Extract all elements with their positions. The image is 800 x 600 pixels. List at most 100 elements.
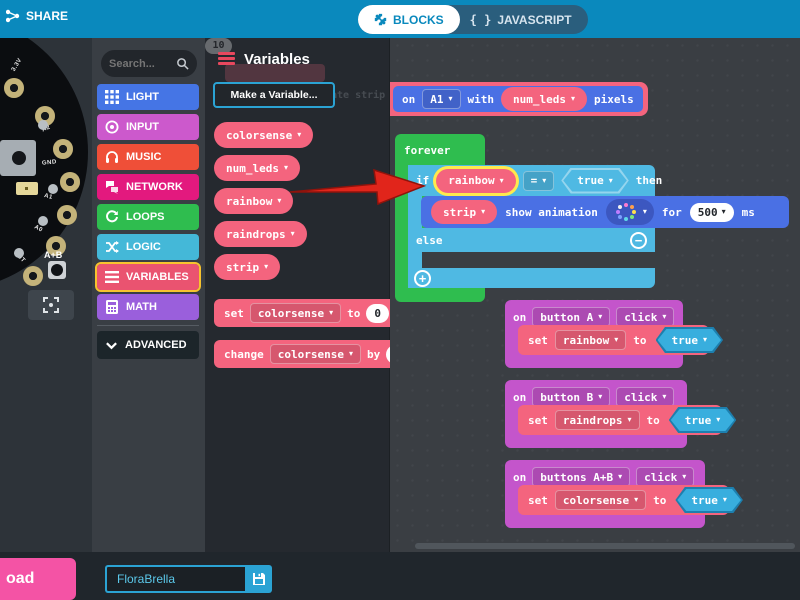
sidebar-item-label: VARIABLES	[126, 271, 189, 283]
set-colorsense-block[interactable]: set colorsense ▾ to true ▾	[518, 485, 743, 515]
empty-statement-slot[interactable]	[422, 252, 655, 268]
event-dropdown[interactable]: click ▾	[616, 307, 675, 327]
caret-down-icon: ▾	[627, 415, 632, 424]
caret-down-icon: ▾	[722, 495, 727, 504]
true-dropdown[interactable]: true ▾	[563, 169, 627, 192]
share-icon	[6, 9, 20, 23]
sidebar-item-light[interactable]: LIGHT	[97, 84, 199, 110]
sidebar-item-network[interactable]: NETWORK	[97, 174, 199, 200]
caret-down-icon: ▾	[329, 308, 334, 317]
caret-down-icon: ▾	[662, 312, 667, 321]
true-value[interactable]: true ▾	[675, 487, 743, 513]
category-sidebar: LIGHT INPUT MUSIC NETWORK	[92, 38, 205, 552]
sidebar-item-variables[interactable]: VARIABLES	[95, 262, 201, 292]
variable-dropdown[interactable]: rainbow ▾	[554, 330, 627, 350]
tab-javascript[interactable]: { } JAVASCRIPT	[460, 13, 588, 27]
braces-icon: { }	[469, 12, 492, 27]
strip-variable-pill[interactable]: strip ▾	[431, 200, 498, 224]
remove-else-button[interactable]: −	[630, 231, 647, 249]
save-button[interactable]	[245, 565, 272, 593]
tab-blocks[interactable]: BLOCKS	[358, 5, 460, 34]
sidebar-item-label: LIGHT	[126, 91, 159, 103]
condition-variable-pill[interactable]: rainbow ▾	[436, 168, 516, 193]
circle-dot-icon	[105, 120, 119, 134]
screenshot-button[interactable]	[28, 290, 74, 320]
caret-down-icon: ▾	[598, 312, 603, 321]
variable-pill-num-leds[interactable]: num_leds ▾	[501, 87, 588, 111]
caret-down-icon: ▾	[297, 130, 302, 139]
search-input[interactable]	[109, 57, 176, 70]
variable-pill-strip[interactable]: strip ▾	[214, 254, 281, 280]
board-pad[interactable]	[46, 236, 66, 256]
board-pad[interactable]	[4, 78, 24, 98]
board-pad[interactable]	[57, 205, 77, 225]
sidebar-divider	[97, 325, 199, 326]
variable-pill-raindrops[interactable]: raindrops ▾	[214, 221, 307, 247]
set-raindrops-block[interactable]: set raindrops ▾ to true ▾	[518, 405, 737, 435]
if-block-header[interactable]: if rainbow ▾ = ▾ true ▾ then	[408, 165, 662, 196]
value-input[interactable]: 0	[366, 303, 389, 323]
event-dropdown[interactable]: click ▾	[636, 467, 695, 487]
true-value[interactable]: true ▾	[668, 407, 737, 433]
sidebar-item-advanced[interactable]: ADVANCED	[97, 331, 199, 359]
variable-pill-colorsense[interactable]: colorsense ▾	[214, 122, 314, 148]
make-variable-button[interactable]: Make a Variable...	[213, 82, 335, 108]
sidebar-item-logic[interactable]: LOGIC	[97, 234, 199, 260]
variable-dropdown[interactable]: colorsense ▾	[269, 344, 361, 364]
show-animation-block[interactable]: strip ▾ show animation ▾ for 500 ▾ ms	[421, 196, 789, 228]
set-variable-block[interactable]: set colorsense ▾ to 0	[214, 299, 399, 327]
variable-pill-num-leds[interactable]: num_leds ▾	[214, 155, 300, 181]
forever-label: forever	[404, 144, 451, 157]
blocks-workspace[interactable]: on A1 ▾ with num_leds ▾ pixels forever i…	[390, 38, 800, 552]
true-value[interactable]: true ▾	[655, 327, 724, 353]
create-strip-block[interactable]: on A1 ▾ with num_leds ▾ pixels	[390, 82, 648, 116]
sidebar-item-loops[interactable]: LOOPS	[97, 204, 199, 230]
variable-dropdown[interactable]: colorsense ▾	[249, 303, 342, 323]
project-name-input[interactable]	[105, 565, 245, 593]
variable-pill-rainbow[interactable]: rainbow ▾	[214, 188, 294, 214]
set-rainbow-block[interactable]: set rainbow ▾ to true ▾	[518, 325, 724, 355]
operator-dropdown[interactable]: = ▾	[522, 170, 555, 191]
sidebar-item-music[interactable]: MUSIC	[97, 144, 199, 170]
button-dropdown[interactable]: buttons A+B ▾	[532, 467, 631, 487]
share-label: SHARE	[26, 9, 69, 23]
ab-button[interactable]	[48, 261, 66, 279]
occluded-value: 10	[205, 38, 232, 54]
add-else-button[interactable]: +	[414, 269, 431, 287]
board-pad[interactable]	[23, 266, 43, 286]
else-row[interactable]: else −	[408, 228, 655, 252]
board-pad[interactable]	[53, 139, 73, 159]
board-slide-switch[interactable]	[0, 140, 36, 176]
pin-dropdown[interactable]: A1 ▾	[422, 89, 461, 109]
share-button[interactable]: SHARE	[6, 9, 68, 23]
sidebar-item-math[interactable]: MATH	[97, 294, 199, 320]
condition-value-slot: true ▾	[561, 167, 629, 194]
caret-down-icon: ▾	[598, 392, 603, 401]
button-dropdown[interactable]: button B ▾	[532, 387, 611, 407]
loop-arrow-icon	[106, 210, 118, 223]
event-dropdown[interactable]: click ▾	[616, 387, 675, 407]
board-sensor-dot	[38, 216, 48, 226]
caret-down-icon: ▾	[703, 335, 708, 344]
horizontal-scrollbar[interactable]	[415, 543, 795, 549]
button-dropdown[interactable]: button A ▾	[532, 307, 611, 327]
download-button[interactable]: oad	[0, 558, 76, 600]
tab-blocks-label: BLOCKS	[393, 12, 444, 27]
change-variable-block[interactable]: change colorsense ▾ by 1	[214, 340, 419, 368]
variables-flyout: 10 ate strip Variables Make a Variable..…	[205, 38, 419, 552]
sidebar-item-input[interactable]: INPUT	[97, 114, 199, 140]
search-box[interactable]	[101, 50, 197, 77]
board-pad[interactable]	[60, 172, 80, 192]
duration-dropdown[interactable]: 500 ▾	[689, 202, 734, 222]
animation-dropdown[interactable]: ▾	[605, 199, 654, 225]
caret-down-icon: ▾	[618, 472, 623, 481]
caret-down-icon: ▾	[481, 207, 486, 216]
caret-down-icon: ▾	[662, 392, 667, 401]
caret-down-icon: ▾	[614, 335, 619, 344]
caret-down-icon: ▾	[264, 262, 269, 271]
editor-toggle: BLOCKS { } JAVASCRIPT	[358, 5, 588, 34]
caret-down-icon: ▾	[642, 207, 647, 216]
caret-down-icon: ▾	[290, 229, 295, 238]
variable-dropdown[interactable]: colorsense ▾	[554, 490, 647, 510]
variable-dropdown[interactable]: raindrops ▾	[554, 410, 640, 430]
